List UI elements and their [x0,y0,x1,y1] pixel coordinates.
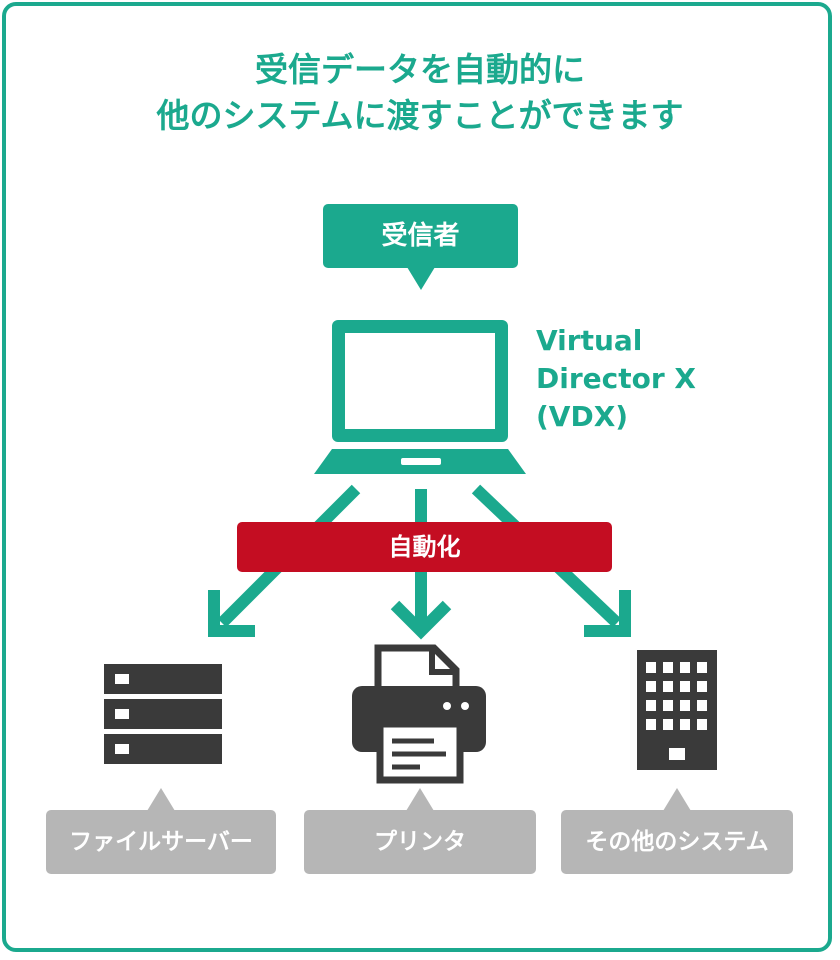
title-line-2: 他のシステムに渡すことができます [156,96,684,135]
building-window [697,662,707,673]
file-server-label: ファイルサーバー [46,788,276,874]
building-window [646,662,656,673]
building-window [646,700,656,711]
receiver-label: 受信者 [381,221,460,251]
title-line-1: 受信データを自動的に [255,50,585,89]
other-systems-label-text: その他のシステム [585,829,769,855]
automation-label: 自動化 [388,533,461,561]
receiver-bubble: 受信者 [323,204,518,290]
building-window [697,719,707,730]
building-window [697,681,707,692]
printer-label: プリンタ [304,788,536,874]
laptop-icon [314,320,526,474]
vdx-label-line-2: Director X [536,362,697,395]
building-window [646,719,656,730]
file-server-icon [104,664,222,764]
building-window [663,662,673,673]
building-window [697,700,707,711]
building-window [680,719,690,730]
building-icon [637,650,717,770]
building-window [680,662,690,673]
other-systems-label: その他のシステム [561,788,793,874]
building-window [663,719,673,730]
building-window [680,681,690,692]
printer-label-text: プリンタ [374,829,466,855]
building-window [663,681,673,692]
vdx-label-line-3: (VDX) [536,400,629,433]
file-server-label-text: ファイルサーバー [69,829,253,855]
vdx-label-line-1: Virtual [536,324,643,357]
printer-icon [352,644,486,784]
automation-bar: 自動化 [237,522,612,572]
building-window [663,700,673,711]
building-window [646,681,656,692]
building-window [680,700,690,711]
